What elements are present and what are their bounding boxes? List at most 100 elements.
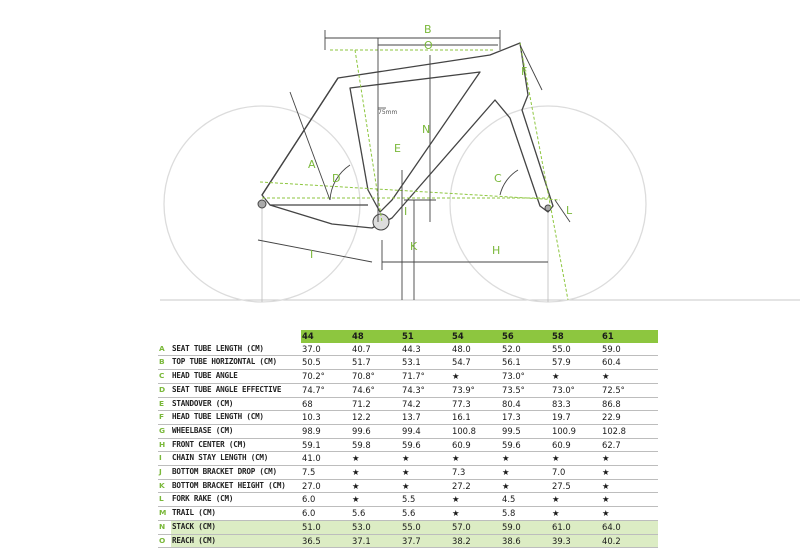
row-value: 64.0	[601, 520, 658, 535]
row-value: ★	[451, 451, 501, 467]
row-value: 7.3	[451, 465, 501, 480]
row-value: 57.9	[551, 355, 601, 371]
row-value: 19.7	[551, 410, 601, 425]
row-value: 27.2	[451, 479, 501, 494]
row-value: 73.9°	[451, 383, 501, 398]
row-value: 102.8	[601, 424, 658, 439]
row-letter: D	[158, 383, 171, 398]
row-value: 53.0	[351, 520, 401, 535]
row-value: 68	[301, 397, 351, 412]
dim-label-75mm: 75mm	[378, 109, 397, 116]
row-value: 52.0	[501, 342, 551, 357]
row-letter: F	[158, 410, 171, 425]
row-letter: C	[158, 369, 171, 384]
row-label: REACH (CM)	[171, 534, 301, 549]
row-label: BOTTOM BRACKET DROP (CM)	[171, 465, 301, 480]
dim-label-i-drop: I	[404, 205, 407, 218]
row-value: ★	[401, 465, 451, 480]
row-value: 99.5	[501, 424, 551, 439]
row-value: ★	[351, 492, 401, 508]
row-value: 100.9	[551, 424, 601, 439]
row-label: TOP TUBE HORIZONTAL (CM)	[171, 355, 301, 371]
row-value: 22.9	[601, 410, 658, 425]
row-value: ★	[551, 492, 601, 508]
row-value: 74.2	[401, 397, 451, 412]
row-value: 37.7	[401, 534, 451, 549]
row-label: HEAD TUBE ANGLE	[171, 369, 301, 384]
row-value: 71.7°	[401, 369, 451, 384]
row-value: 62.7	[601, 438, 658, 453]
row-value: 55.0	[401, 520, 451, 535]
size-header: 58	[551, 330, 601, 343]
size-header: 44	[301, 330, 351, 343]
row-label: BOTTOM BRACKET HEIGHT (CM)	[171, 479, 301, 494]
row-value: ★	[401, 451, 451, 467]
row-value: 27.0	[301, 479, 351, 494]
row-value: 73.0°	[551, 383, 601, 398]
row-value: ★	[551, 451, 601, 467]
size-header: 61	[601, 330, 658, 343]
row-value: 6.0	[301, 506, 351, 521]
row-value: ★	[601, 369, 658, 384]
row-value: 5.6	[401, 506, 451, 521]
row-value: ★	[351, 451, 401, 467]
row-value: 59.0	[601, 342, 658, 357]
row-value: 83.3	[551, 397, 601, 412]
row-letter: A	[158, 342, 171, 357]
row-value: ★	[601, 451, 658, 467]
row-label: SEAT TUBE ANGLE EFFECTIVE	[171, 383, 301, 398]
dim-label-f: F	[521, 65, 527, 78]
row-value: ★	[551, 506, 601, 521]
row-value: 56.1	[501, 355, 551, 371]
row-value: ★	[451, 506, 501, 521]
dim-label-l: L	[566, 204, 573, 217]
row-value: 98.9	[301, 424, 351, 439]
row-value: 54.7	[451, 355, 501, 371]
row-value: ★	[601, 465, 658, 480]
row-value: ★	[401, 479, 451, 494]
row-value: 5.8	[501, 506, 551, 521]
size-header: 56	[501, 330, 551, 343]
row-value: 73.5°	[501, 383, 551, 398]
row-value: 70.8°	[351, 369, 401, 384]
row-value: 60.9	[451, 438, 501, 453]
row-value: 17.3	[501, 410, 551, 425]
row-value: 71.2	[351, 397, 401, 412]
row-value: 72.5°	[601, 383, 658, 398]
row-value: ★	[601, 506, 658, 521]
row-value: 74.7°	[301, 383, 351, 398]
row-value: 59.6	[501, 438, 551, 453]
row-value: 7.0	[551, 465, 601, 480]
row-value: 86.8	[601, 397, 658, 412]
row-value: 40.7	[351, 342, 401, 357]
row-value: 60.4	[601, 355, 658, 371]
row-value: 5.6	[351, 506, 401, 521]
row-value: 60.9	[551, 438, 601, 453]
row-value: 74.3°	[401, 383, 451, 398]
bottom-bracket	[372, 213, 390, 231]
row-letter: N	[158, 520, 171, 535]
row-value: 53.1	[401, 355, 451, 371]
row-value: 99.6	[351, 424, 401, 439]
row-value: 70.2°	[301, 369, 351, 384]
bike-geometry-diagram: A B O F N E D C L I K H I 75mm	[160, 23, 800, 303]
row-value: 61.0	[551, 520, 601, 535]
row-value: 59.1	[301, 438, 351, 453]
row-value: 48.0	[451, 342, 501, 357]
row-letter: E	[158, 397, 171, 412]
size-header: 51	[401, 330, 451, 343]
dim-label-a: A	[308, 158, 316, 171]
row-value: 39.3	[551, 534, 601, 549]
row-value: ★	[351, 465, 401, 480]
dim-label-c: C	[494, 172, 502, 185]
row-value: ★	[501, 451, 551, 467]
row-letter: K	[158, 479, 171, 494]
